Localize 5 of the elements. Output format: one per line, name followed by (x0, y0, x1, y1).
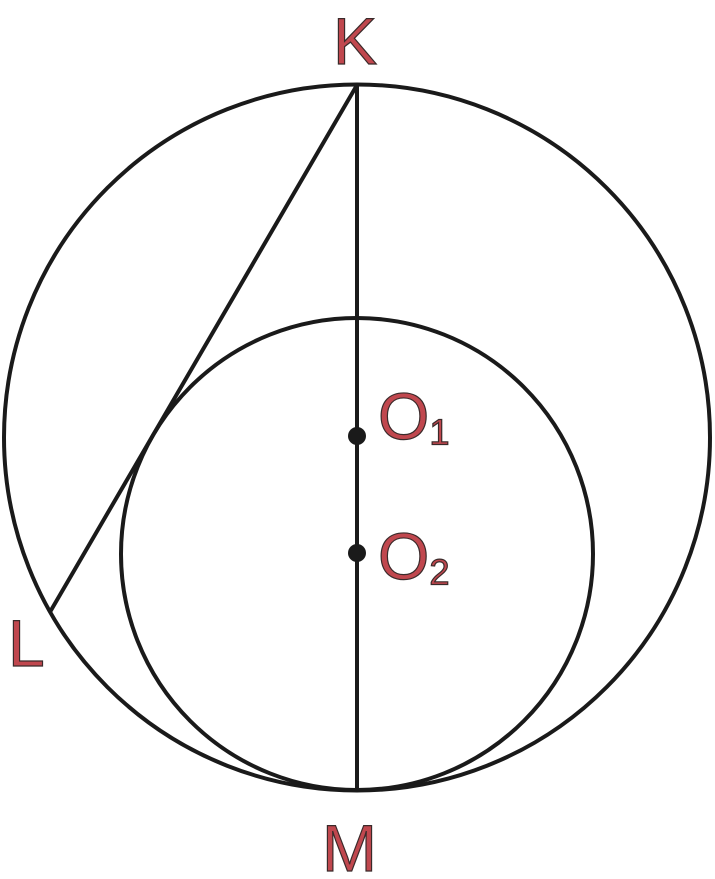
point-label: L (8, 610, 45, 676)
point-label: O$_{2}$ (378, 523, 450, 591)
point-label: O$_{1}$ (378, 383, 450, 451)
point-label: M (322, 815, 377, 879)
point-label: K (333, 8, 378, 74)
